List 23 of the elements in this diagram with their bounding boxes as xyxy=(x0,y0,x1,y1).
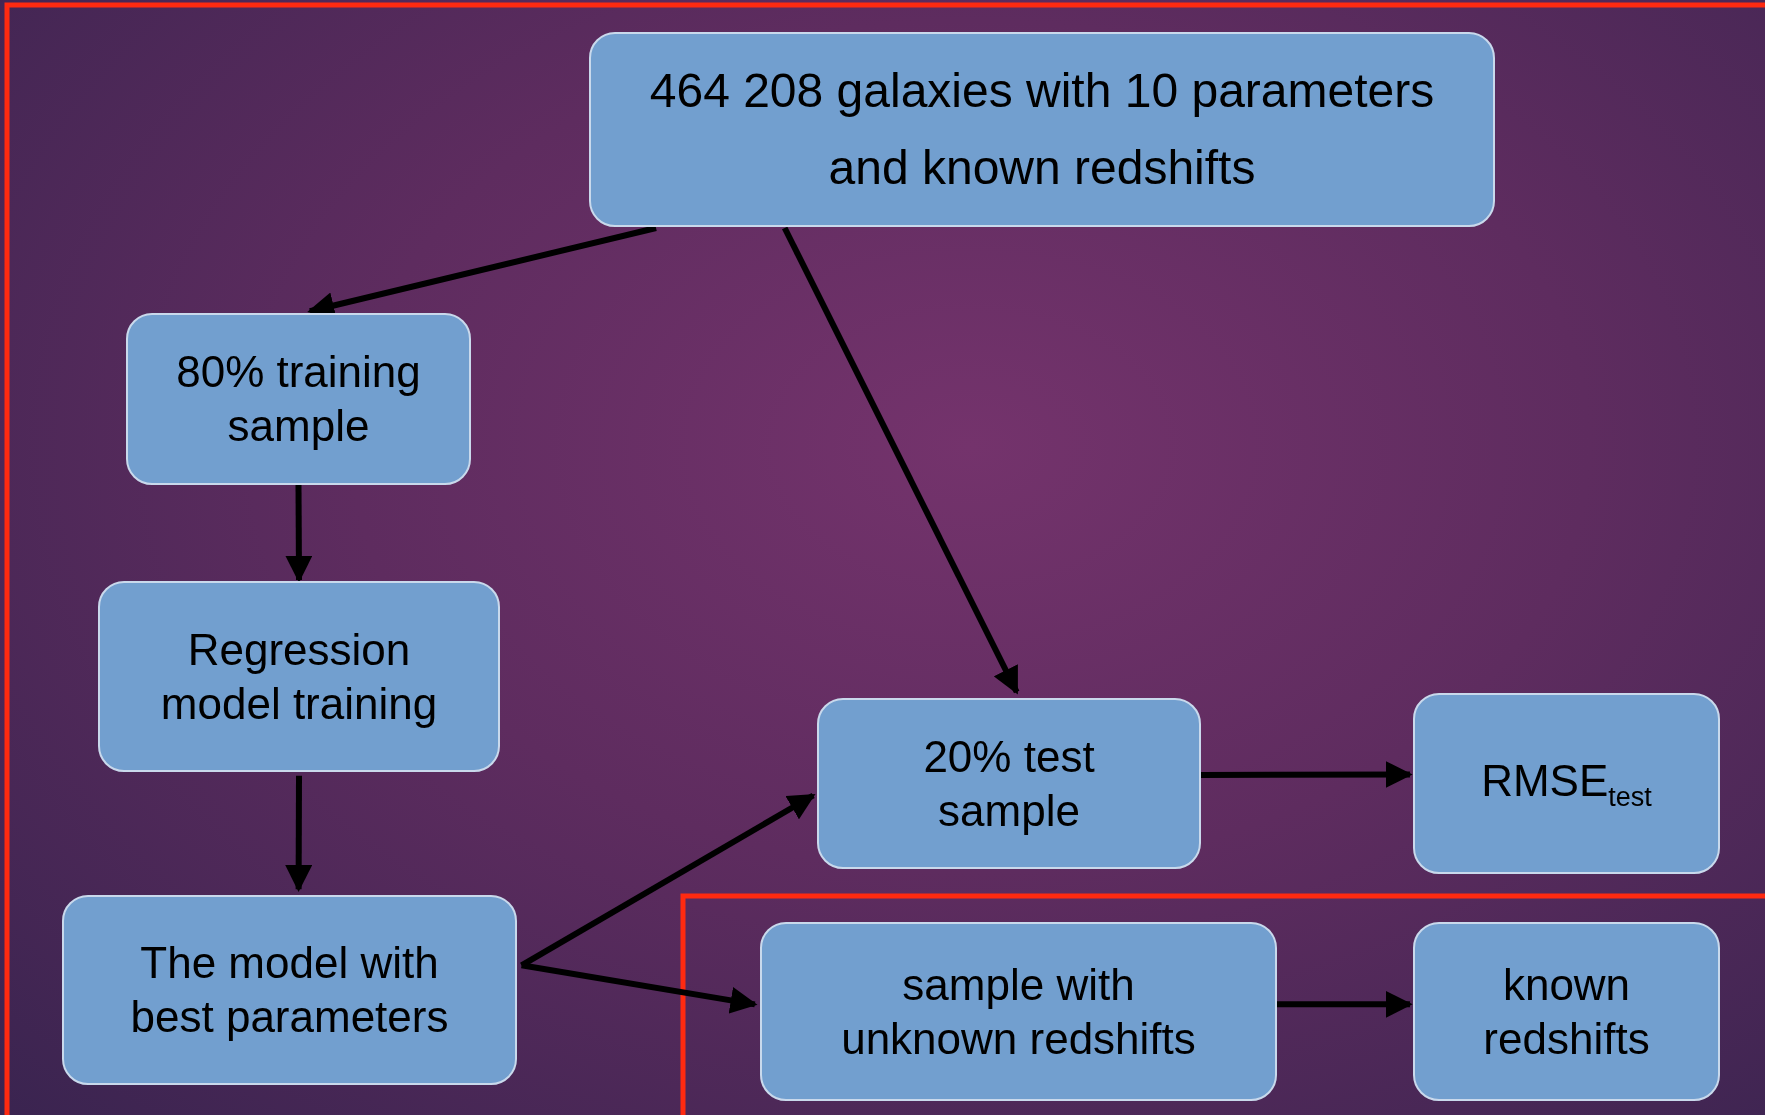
box-label: RMSE$_{test}$ xyxy=(1481,754,1652,814)
box-label: 80% training sample xyxy=(175,346,422,452)
box-label: known redshifts xyxy=(1482,958,1651,1065)
arrow xyxy=(285,775,313,892)
process-box xyxy=(1413,922,1720,1101)
box-label: sample with unknown redshifts xyxy=(840,958,1197,1065)
process-box xyxy=(760,922,1277,1101)
box-label: The model with best parameters xyxy=(129,937,450,1043)
box-label: Regression model training xyxy=(159,623,439,730)
process-box xyxy=(98,581,500,772)
arrow xyxy=(285,484,313,583)
box-label: 20% test sample xyxy=(922,730,1096,837)
process-box xyxy=(589,32,1495,227)
arrow xyxy=(1277,990,1413,1018)
process-box xyxy=(817,698,1201,869)
arrow xyxy=(782,226,1020,695)
arrow xyxy=(1201,761,1413,788)
process-box xyxy=(126,313,471,485)
process-box xyxy=(62,895,517,1085)
arrow xyxy=(520,792,816,968)
process-box xyxy=(1413,693,1720,874)
arrow xyxy=(521,962,758,1014)
box-label: 464 208 galaxies with 10 parameters and known redshifts xyxy=(648,62,1436,196)
